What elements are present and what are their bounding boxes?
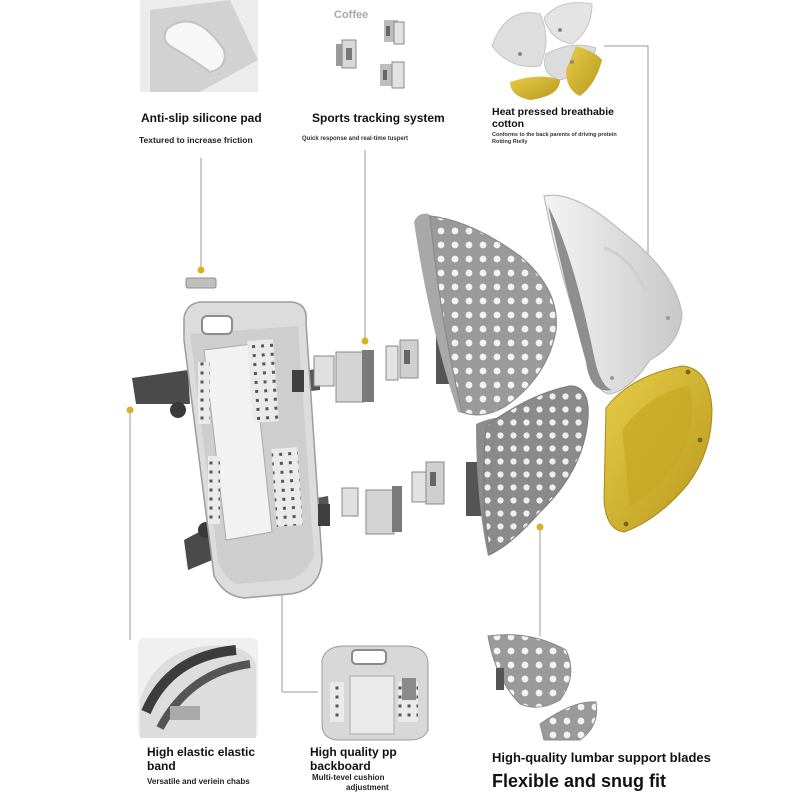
lumbar-blade-lower <box>476 385 589 556</box>
band-title-line1: High elastic elastic <box>147 745 256 759</box>
color-label: Coffee <box>334 9 369 21</box>
cotton-desc-line2: Rotting Rielly <box>492 139 528 145</box>
tracking-title: Sports tracking system <box>312 111 445 125</box>
clip-part <box>336 39 357 69</box>
blades-callout: High-quality lumbar support blades Flexi… <box>492 750 792 791</box>
tracking-clips-inset <box>336 20 405 89</box>
cotton-desc-line1: Conforms to the back parents of driving … <box>492 132 617 138</box>
band-title-line2: band <box>147 759 176 773</box>
silicone-pad-desc: Textured to increase friction <box>139 135 253 145</box>
backboard-desc-line1: Multi-tevel cushion <box>312 773 385 782</box>
cotton-callout: Heat pressed breathabie cotton Conforms … <box>492 106 662 146</box>
tracking-desc: Quick response and real-time tuspert <box>302 136 409 142</box>
cotton-pieces-inset <box>491 2 602 100</box>
silicone-pad-part <box>185 277 217 289</box>
backboard <box>132 301 330 599</box>
band-callout: High elastic elastic band Versatile and … <box>147 745 287 787</box>
backboard-desc-line2: adjustment <box>346 783 389 792</box>
clip-assembly-upper <box>292 330 458 403</box>
backboard-title-line2: backboard <box>310 759 371 773</box>
cotton-title-line2: cotton <box>492 118 525 130</box>
cotton-cover <box>543 194 683 395</box>
blades-title: High-quality lumbar support blades <box>492 750 711 765</box>
clip-part <box>380 61 405 89</box>
yellow-shell <box>603 365 713 533</box>
silicone-pad-title: Anti-slip silicone pad <box>141 111 262 125</box>
clip-assembly-lower <box>318 461 486 535</box>
backboard-callout: High quality pp backboard Multi-tevel cu… <box>310 745 440 793</box>
silicone-pad-inset <box>140 0 258 92</box>
cotton-title-line1: Heat pressed breathabie <box>492 106 614 118</box>
elastic-band-inset <box>138 638 258 738</box>
backboard-title-line1: High quality pp <box>310 745 397 759</box>
band-desc: Versatile and veriein chabs <box>147 777 250 786</box>
blades-inset <box>487 634 598 741</box>
lumbar-blade-upper <box>414 213 557 416</box>
blades-tagline: Flexible and snug fit <box>492 771 667 791</box>
backboard-inset <box>321 645 429 741</box>
clip-part <box>384 20 405 45</box>
